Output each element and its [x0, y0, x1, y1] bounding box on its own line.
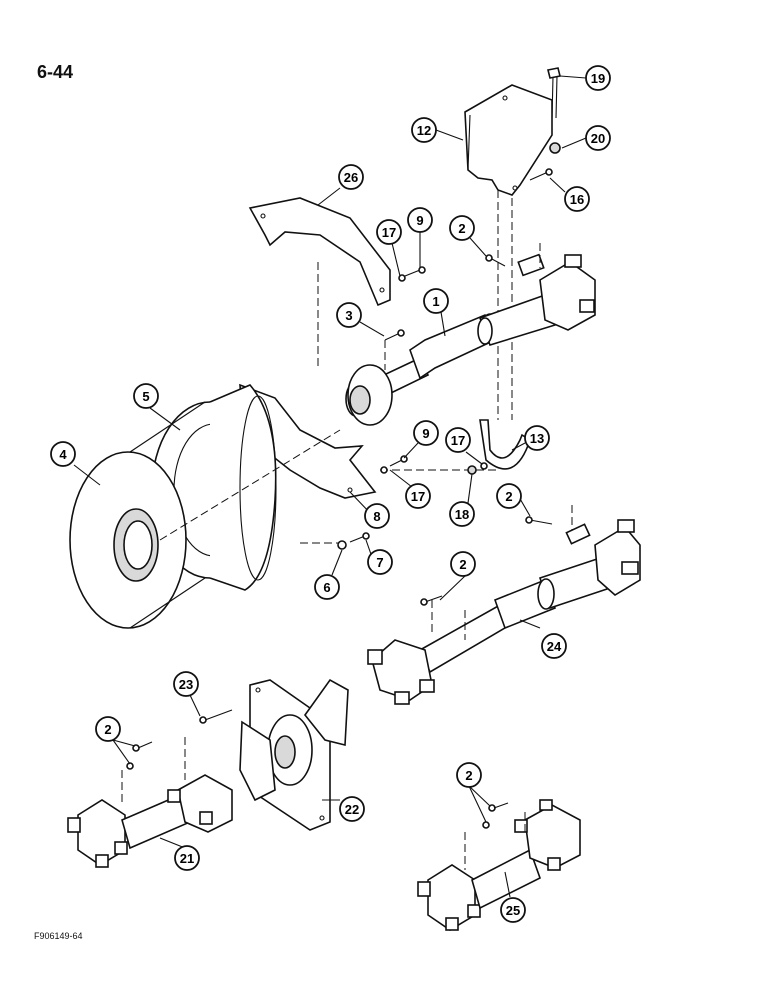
callout-3: 3 [336, 302, 362, 328]
nut-18 [467, 465, 477, 475]
svg-text:7: 7 [376, 555, 383, 570]
svg-text:13: 13 [530, 431, 544, 446]
svg-text:2: 2 [458, 221, 465, 236]
svg-text:21: 21 [180, 851, 194, 866]
svg-text:19: 19 [591, 71, 605, 86]
callout-1: 1 [423, 288, 449, 314]
callout-5: 5 [133, 383, 159, 409]
svg-text:9: 9 [422, 426, 429, 441]
svg-text:2: 2 [465, 768, 472, 783]
bolt-2-lower-right [482, 802, 509, 829]
svg-text:23: 23 [179, 677, 193, 692]
callout-21: 21 [174, 845, 200, 871]
callout-17-lower: 17 [405, 483, 431, 509]
bolt-2-left [126, 741, 153, 770]
callout-2-mid: 2 [450, 551, 476, 577]
callout-16: 16 [564, 186, 590, 212]
svg-text:22: 22 [345, 802, 359, 817]
bolt-3 [384, 329, 405, 370]
svg-text:6: 6 [323, 580, 330, 595]
svg-text:2: 2 [505, 489, 512, 504]
figure-code: F906149-64 [34, 931, 83, 941]
callout-7: 7 [367, 549, 393, 575]
callout-23: 23 [173, 671, 199, 697]
svg-text:1: 1 [432, 294, 439, 309]
svg-text:2: 2 [459, 557, 466, 572]
svg-text:20: 20 [591, 131, 605, 146]
callout-6: 6 [314, 574, 340, 600]
bolt-9-lower [380, 455, 408, 474]
svg-text:4: 4 [59, 447, 67, 462]
drive-shaft-25 [417, 799, 581, 931]
callout-17-upper: 17 [376, 219, 402, 245]
bolt-9-upper [398, 266, 426, 282]
callout-13: 13 [524, 425, 550, 451]
drive-shaft-24 [367, 505, 641, 705]
callout-2-right: 2 [496, 483, 522, 509]
svg-text:17: 17 [411, 489, 425, 504]
callout-4: 4 [50, 441, 76, 467]
bearing-support-22 [239, 678, 349, 831]
assembly-line [159, 429, 341, 541]
flange-plate-4 [69, 401, 206, 629]
bolt-2-top [485, 254, 506, 267]
svg-text:9: 9 [416, 213, 423, 228]
svg-text:26: 26 [344, 170, 358, 185]
bracket-12 [464, 84, 553, 420]
svg-text:3: 3 [345, 308, 352, 323]
svg-text:12: 12 [417, 123, 431, 138]
callout-26: 26 [338, 164, 364, 190]
svg-text:16: 16 [570, 192, 584, 207]
callout-2-left: 2 [95, 716, 121, 742]
bolt-16 [529, 168, 553, 181]
callout-18: 18 [449, 501, 475, 527]
bolt-2-right [525, 516, 553, 525]
bolt-6-7 [337, 532, 370, 550]
callout-9-lower: 9 [413, 420, 439, 446]
svg-text:2: 2 [104, 722, 111, 737]
svg-text:17: 17 [382, 225, 396, 240]
bolt-2-mid [420, 595, 443, 606]
callout-22: 22 [339, 796, 365, 822]
callout-20: 20 [585, 125, 611, 151]
nut-20 [549, 142, 561, 154]
bolt-23 [199, 709, 233, 724]
callout-2-top: 2 [449, 215, 475, 241]
callout-17-lower-right: 17 [445, 427, 471, 453]
svg-text:25: 25 [506, 903, 520, 918]
callout-2-lower-right: 2 [456, 762, 482, 788]
svg-text:24: 24 [547, 639, 562, 654]
svg-text:18: 18 [455, 507, 469, 522]
svg-text:5: 5 [142, 389, 149, 404]
callout-12: 12 [411, 117, 437, 143]
drive-shaft-1 [345, 243, 596, 426]
svg-text:17: 17 [451, 433, 465, 448]
shield-26 [248, 197, 391, 370]
drive-shaft-21 [67, 737, 233, 868]
svg-text:8: 8 [373, 509, 380, 524]
callout-25: 25 [500, 897, 526, 923]
callout-9-upper: 9 [407, 207, 433, 233]
callout-19: 19 [585, 65, 611, 91]
callout-8: 8 [364, 503, 390, 529]
strap-13 [467, 419, 531, 475]
callout-24: 24 [541, 633, 567, 659]
page-number: 6-44 [37, 62, 74, 82]
